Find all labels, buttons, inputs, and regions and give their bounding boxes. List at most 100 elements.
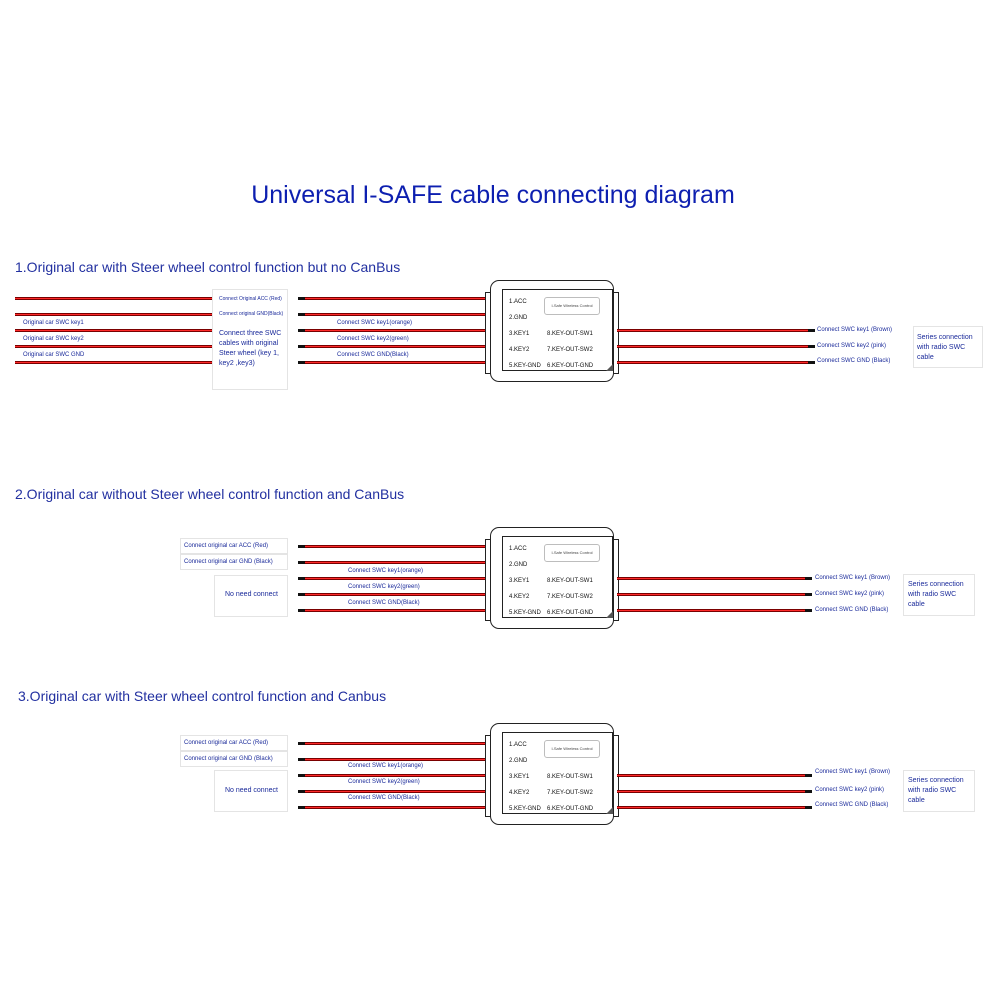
s2-inner-label-key1: Connect SWC key1(orange): [348, 568, 424, 574]
wire-s3-inner-gnd: [298, 758, 487, 761]
s1-inner-label-gnd: Connect SWC GND(Black): [337, 352, 409, 358]
module-badge: I-Safe Wireless Control: [544, 297, 600, 315]
section-2-title: 2.Original car without Steer wheel contr…: [15, 486, 405, 502]
s1-mid-label-acc: Connect Original ACC (Red): [219, 296, 282, 302]
pin-acc: 1.ACC: [509, 299, 527, 305]
wire-s1-inner-acc: [298, 297, 487, 300]
pin-key-out-sw2: 7.KEY-OUT-SW2: [547, 347, 593, 353]
wire-s2-right-gnd: [617, 609, 812, 612]
s1-right-label-gnd: Connect SWC GND (Black): [817, 358, 891, 364]
section-1-title: 1.Original car with Steer wheel control …: [15, 259, 401, 275]
pin-key-out-sw2: 7.KEY-OUT-SW2: [547, 594, 593, 600]
wire-s1-left-gnd: [15, 313, 212, 316]
wire-s1-inner-gnd: [298, 313, 487, 316]
pin-key-out-sw1: 8.KEY-OUT-SW1: [547, 331, 593, 337]
pin-key1: 3.KEY1: [509, 774, 530, 780]
wire-s2-inner-acc: [298, 545, 487, 548]
s2-no-need-box: [214, 575, 288, 617]
s3-right-label-key2: Connect SWC key2 (pink): [815, 787, 885, 793]
pin-key2: 4.KEY2: [509, 594, 530, 600]
pin-key1: 3.KEY1: [509, 331, 530, 337]
s2-no-need-label: No need connect: [225, 591, 278, 598]
wire-s1-left-key2: [15, 345, 212, 348]
s2-series-note: Series connection with radio SWC cable: [903, 574, 975, 616]
s3-no-need-label: No need connect: [225, 787, 278, 794]
s3-left-label-acc: Connect original car ACC (Red): [184, 740, 269, 746]
s1-inner-label-key1: Connect SWC key1(orange): [337, 320, 413, 326]
pin-gnd: 2.GND: [509, 758, 528, 764]
wire-s2-inner-key1: [298, 577, 487, 580]
wire-s1-right-gnd: [617, 361, 815, 364]
wire-s2-inner-keygnd: [298, 609, 487, 612]
wire-s2-inner-key2: [298, 593, 487, 596]
wire-s1-right-key2: [617, 345, 815, 348]
wire-s3-inner-acc: [298, 742, 487, 745]
pin-key-out-gnd: 6.KEY-OUT-GND: [547, 610, 594, 616]
pin-gnd: 2.GND: [509, 562, 528, 568]
wire-s3-right-gnd: [617, 806, 812, 809]
pin-key-out-sw1: 8.KEY-OUT-SW1: [547, 774, 593, 780]
s1-right-label-key1: Connect SWC key1 (Brown): [817, 327, 893, 333]
wire-s2-inner-gnd: [298, 561, 487, 564]
s3-inner-label-gnd: Connect SWC GND(Black): [348, 795, 420, 801]
pin-key-gnd: 5.KEY-GND: [509, 363, 541, 369]
s1-right-label-key2: Connect SWC key2 (pink): [817, 343, 887, 349]
s2-left-box-acc: [180, 538, 288, 554]
s3-left-box-gnd: [180, 751, 288, 767]
pin-key-out-gnd: 6.KEY-OUT-GND: [547, 806, 594, 812]
i-safe-module-2: I-Safe Wireless Control 1.ACC 2.GND 3.KE…: [485, 527, 619, 629]
s2-left-label-gnd: Connect original car GND (Black): [184, 559, 273, 565]
s2-right-label-key1: Connect SWC key1 (Brown): [815, 575, 891, 581]
s3-right-label-key1: Connect SWC key1 (Brown): [815, 769, 891, 775]
s3-series-note: Series connection with radio SWC cable: [903, 770, 975, 812]
s2-left-box-gnd: [180, 554, 288, 570]
s3-left-box-acc: [180, 735, 288, 751]
s2-left-label-acc: Connect original car ACC (Red): [184, 543, 269, 549]
pin-key-out-sw1: 8.KEY-OUT-SW1: [547, 578, 593, 584]
s2-right-label-key2: Connect SWC key2 (pink): [815, 591, 885, 597]
s1-inner-label-key2: Connect SWC key2(green): [337, 336, 409, 342]
s1-series-note: Series connection with radio SWC cable: [913, 326, 983, 368]
pin-key2: 4.KEY2: [509, 790, 530, 796]
pin-key2: 4.KEY2: [509, 347, 530, 353]
diagram-title: Universal I-SAFE cable connecting diagra…: [251, 181, 735, 209]
s2-right-label-gnd: Connect SWC GND (Black): [815, 607, 889, 613]
wire-s1-inner-keygnd: [298, 361, 487, 364]
s1-mid-label-gnd: Connect original GND(Black): [219, 311, 284, 317]
s3-inner-label-key1: Connect SWC key1(orange): [348, 763, 424, 769]
pin-key-out-gnd: 6.KEY-OUT-GND: [547, 363, 594, 369]
s1-connector-box: [212, 289, 288, 390]
wire-s1-inner-key2: [298, 345, 487, 348]
section-3-title: 3.Original car with Steer wheel control …: [18, 688, 387, 704]
wire-s1-right-key1: [617, 329, 815, 332]
wire-s1-left-acc: [15, 297, 212, 300]
s1-connector-note: Connect three SWC cables with original S…: [219, 330, 282, 367]
wire-s2-right-key1: [617, 577, 812, 580]
i-safe-module-3: I-Safe Wireless Control 1.ACC 2.GND 3.KE…: [485, 723, 619, 825]
s1-left-label-key2: Original car SWC key2: [23, 336, 84, 342]
pin-key-gnd: 5.KEY-GND: [509, 610, 541, 616]
s2-inner-label-gnd: Connect SWC GND(Black): [348, 600, 420, 606]
wire-s3-right-key2: [617, 790, 812, 793]
s3-left-label-gnd: Connect original car GND (Black): [184, 756, 273, 762]
wire-s3-inner-key1: [298, 774, 487, 777]
wire-s1-inner-key1: [298, 329, 487, 332]
wire-s3-inner-key2: [298, 790, 487, 793]
pin-gnd: 2.GND: [509, 315, 528, 321]
pin-acc: 1.ACC: [509, 742, 527, 748]
i-safe-module-1: I-Safe Wireless Control 1.ACC 2.GND 3.KE…: [485, 280, 619, 382]
s3-right-label-gnd: Connect SWC GND (Black): [815, 802, 889, 808]
wire-s2-right-key2: [617, 593, 812, 596]
wire-s1-left-gnd2: [15, 361, 212, 364]
s1-left-label-key1: Original car SWC key1: [23, 320, 84, 326]
pin-acc: 1.ACC: [509, 546, 527, 552]
module-badge: I-Safe Wireless Control: [544, 544, 600, 562]
s1-left-label-gnd: Original car SWC GND: [23, 352, 85, 358]
module-badge: I-Safe Wireless Control: [544, 740, 600, 758]
wire-s3-inner-keygnd: [298, 806, 487, 809]
pin-key-out-sw2: 7.KEY-OUT-SW2: [547, 790, 593, 796]
s3-inner-label-key2: Connect SWC key2(green): [348, 779, 420, 785]
wire-s3-right-key1: [617, 774, 812, 777]
s3-no-need-box: [214, 770, 288, 812]
s2-inner-label-key2: Connect SWC key2(green): [348, 584, 420, 590]
